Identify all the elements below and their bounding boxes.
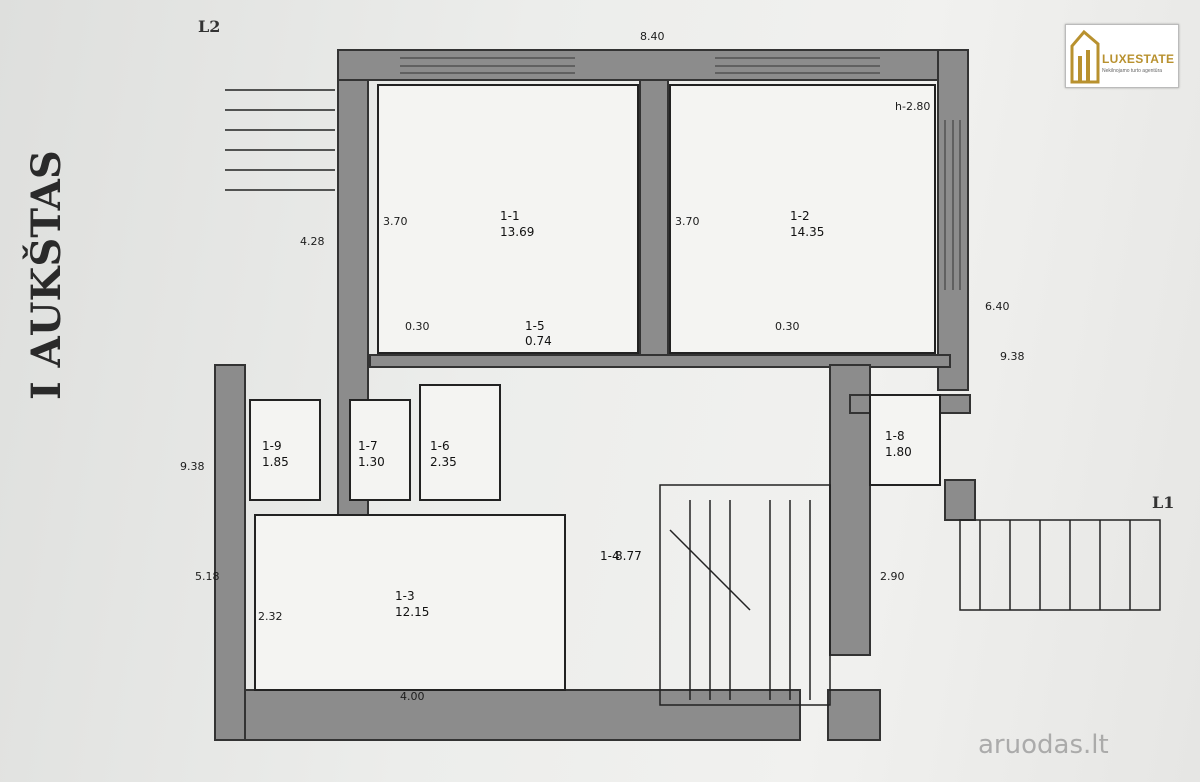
dimension-label: 2.90 <box>880 570 905 583</box>
dimension-label: 4.28 <box>300 235 325 248</box>
dimension-label: 3.70 <box>675 215 700 228</box>
rooms <box>249 84 941 691</box>
room-label: 1-8 <box>885 429 905 443</box>
window-marks <box>400 57 961 290</box>
dimension-label: 3.70 <box>383 215 408 228</box>
dimension-label: 9.38 <box>1000 350 1025 363</box>
watermark: aruodas.lt <box>978 730 1109 760</box>
dimension-label: 0.30 <box>405 320 430 333</box>
room-label: 1-5 <box>525 319 545 333</box>
marker-label: L2 <box>198 17 220 36</box>
house-icon <box>1070 29 1100 84</box>
dimension-label: 8.40 <box>640 30 665 43</box>
room-label: 1-9 <box>262 439 282 453</box>
dimension-label: 0.30 <box>775 320 800 333</box>
room-area: 8.77 <box>615 549 642 563</box>
room-area: 2.35 <box>430 455 457 469</box>
room-area: 14.35 <box>790 225 824 239</box>
room-area: 0.74 <box>525 334 552 348</box>
room-label: 1-6 <box>430 439 450 453</box>
floor-title: I AUKŠTAS <box>23 150 70 400</box>
marker-label: L1 <box>1152 493 1174 512</box>
room-area: 1.85 <box>262 455 289 469</box>
room-label: 1-1 <box>500 209 520 223</box>
room-area: 1.80 <box>885 445 912 459</box>
dimension-label: 5.18 <box>195 570 220 583</box>
brand-name: LUXESTATE <box>1102 52 1175 66</box>
luxestate-logo: LUXESTATE Nekilnojamo turto agentūra <box>1065 24 1179 88</box>
room-area: 12.15 <box>395 605 429 619</box>
brand-tagline: Nekilnojamo turto agentūra <box>1102 68 1163 74</box>
dimension-label: 4.00 <box>400 690 425 703</box>
room-area: 13.69 <box>500 225 534 239</box>
room-label: 1-3 <box>395 589 415 603</box>
dimension-label: 6.40 <box>985 300 1010 313</box>
dimension-label: h-2.80 <box>895 100 930 113</box>
stairs <box>225 89 1161 706</box>
room-label: 1-7 <box>358 439 378 453</box>
room-label: 1-4 <box>600 549 620 563</box>
dimension-label: 2.32 <box>258 610 283 623</box>
room-area: 1.30 <box>358 455 385 469</box>
room-label: 1-2 <box>790 209 810 223</box>
dimension-label: 9.38 <box>180 460 205 473</box>
walls <box>214 49 976 741</box>
